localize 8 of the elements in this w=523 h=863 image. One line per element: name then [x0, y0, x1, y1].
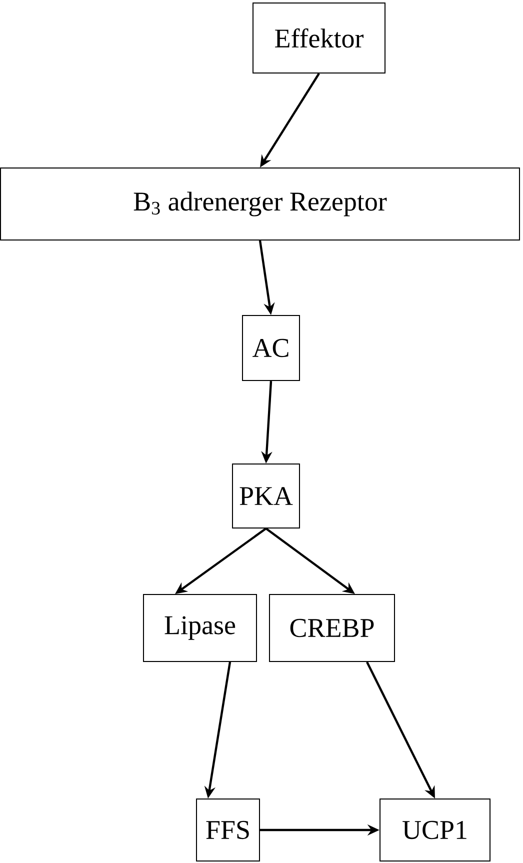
process-box: Effektor — [252, 2, 386, 74]
process-box: FFS — [196, 798, 260, 862]
process-box: B$_{3}$ adrenerger Rezeptor — [0, 168, 520, 240]
process-box: UCP1 — [380, 798, 490, 862]
process-box: CREBP — [269, 594, 395, 662]
process-box: Lipase — [143, 594, 257, 662]
process-box: PKA — [232, 464, 300, 528]
process-box: AC — [242, 315, 300, 381]
